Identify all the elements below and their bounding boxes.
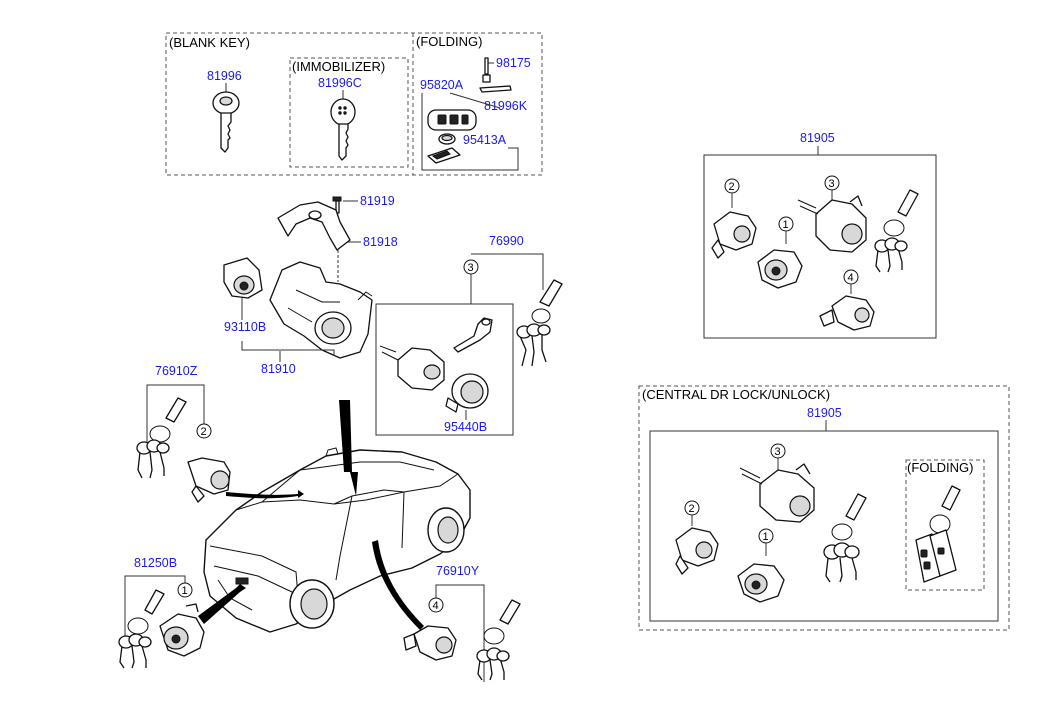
part-81996K[interactable]: 81996K xyxy=(484,99,528,113)
blank-key-icon xyxy=(212,91,240,153)
key-set-icon-81250B xyxy=(118,589,165,669)
part-81919[interactable]: 81919 xyxy=(360,194,395,208)
central-lock-group-box xyxy=(638,385,1010,631)
svg-text:1: 1 xyxy=(763,531,769,543)
callout-2-a xyxy=(196,423,212,439)
part-76990[interactable]: 76990 xyxy=(489,234,524,248)
trunk-cylinder-icon-b xyxy=(757,249,803,289)
folding-key-fob-icon xyxy=(427,109,477,131)
immobilizer-key-icon xyxy=(330,98,356,161)
svg-text:2: 2 xyxy=(729,181,735,193)
svg-text:1: 1 xyxy=(783,219,789,231)
part-81910[interactable]: 81910 xyxy=(261,362,296,376)
svg-text:4: 4 xyxy=(848,272,854,284)
part-81905-bottom[interactable]: 81905 xyxy=(807,406,842,420)
svg-text:3: 3 xyxy=(775,446,781,458)
folding-key-icon-right xyxy=(915,485,961,583)
lock-bracket-icon xyxy=(277,201,351,251)
arrow-to-trunk xyxy=(198,584,246,624)
key-cylinder-icon xyxy=(223,257,263,299)
arrow-to-ignition xyxy=(339,400,358,496)
key-set-icon-76990 xyxy=(516,279,563,367)
part-81996C[interactable]: 81996C xyxy=(318,76,362,90)
part-95440B[interactable]: 95440B xyxy=(444,420,487,434)
kit-box-top xyxy=(703,154,937,339)
key-set-icon-76910Z xyxy=(136,397,187,479)
callout-1-a xyxy=(177,582,193,598)
part-95820A[interactable]: 95820A xyxy=(420,78,464,92)
fob-cover-icon xyxy=(427,147,461,164)
part-93110B[interactable]: 93110B xyxy=(224,320,266,334)
ignition-switch-icon-b xyxy=(797,195,867,253)
blank-key-label: (BLANK KEY) xyxy=(169,35,250,50)
key-set-icon-81905-top xyxy=(874,189,919,273)
part-95413A[interactable]: 95413A xyxy=(463,133,507,147)
immobilizer-label: (IMMOBILIZER) xyxy=(292,59,385,74)
ignition-switch-icon-c xyxy=(739,463,815,523)
steering-lock-body-icon xyxy=(269,261,373,359)
part-98175[interactable]: 98175 xyxy=(496,56,531,70)
svg-text:2: 2 xyxy=(201,426,207,438)
door-cylinder-icon-4b xyxy=(819,295,875,331)
door-cylinder-icon-2c xyxy=(675,527,719,575)
cam-lever-icon xyxy=(453,317,493,353)
battery-icon xyxy=(438,133,456,145)
trunk-cylinder-icon-c xyxy=(737,563,785,603)
svg-text:2: 2 xyxy=(689,503,695,515)
arrow-to-door-right xyxy=(372,540,424,630)
door-cylinder-icon-4a xyxy=(403,625,457,661)
central-lock-label: (CENTRAL DR LOCK/UNLOCK) xyxy=(642,387,830,402)
svg-text:3: 3 xyxy=(829,178,835,190)
folding-right-label: (FOLDING) xyxy=(907,460,973,475)
kit-box-bottom xyxy=(649,430,999,622)
part-81996[interactable]: 81996 xyxy=(207,69,242,83)
ignition-switch-icon xyxy=(379,345,445,391)
svg-text:1: 1 xyxy=(182,585,188,597)
key-set-icon-81905-bottom xyxy=(823,493,867,583)
svg-text:4: 4 xyxy=(433,600,439,612)
immobilizer-box xyxy=(289,57,409,168)
key-set-icon-76910Y xyxy=(476,599,521,681)
folding-right-box xyxy=(905,459,985,591)
trunk-cylinder-icon xyxy=(159,603,205,657)
part-81250B[interactable]: 81250B xyxy=(134,556,177,570)
callout-4-a xyxy=(428,597,444,613)
door-cylinder-icon-2a xyxy=(187,457,231,503)
folding-top-label: (FOLDING) xyxy=(416,34,482,49)
key-blade-icon xyxy=(479,57,512,93)
part-76910Z[interactable]: 76910Z xyxy=(155,364,198,378)
svg-text:3: 3 xyxy=(468,262,474,274)
part-76910Y[interactable]: 76910Y xyxy=(436,564,480,578)
door-cylinder-icon-2b xyxy=(711,211,757,259)
part-81918[interactable]: 81918 xyxy=(363,235,398,249)
arrow-to-door-left xyxy=(226,490,304,499)
ignition-ring-icon xyxy=(445,373,489,413)
part-81905-top[interactable]: 81905 xyxy=(800,131,835,145)
